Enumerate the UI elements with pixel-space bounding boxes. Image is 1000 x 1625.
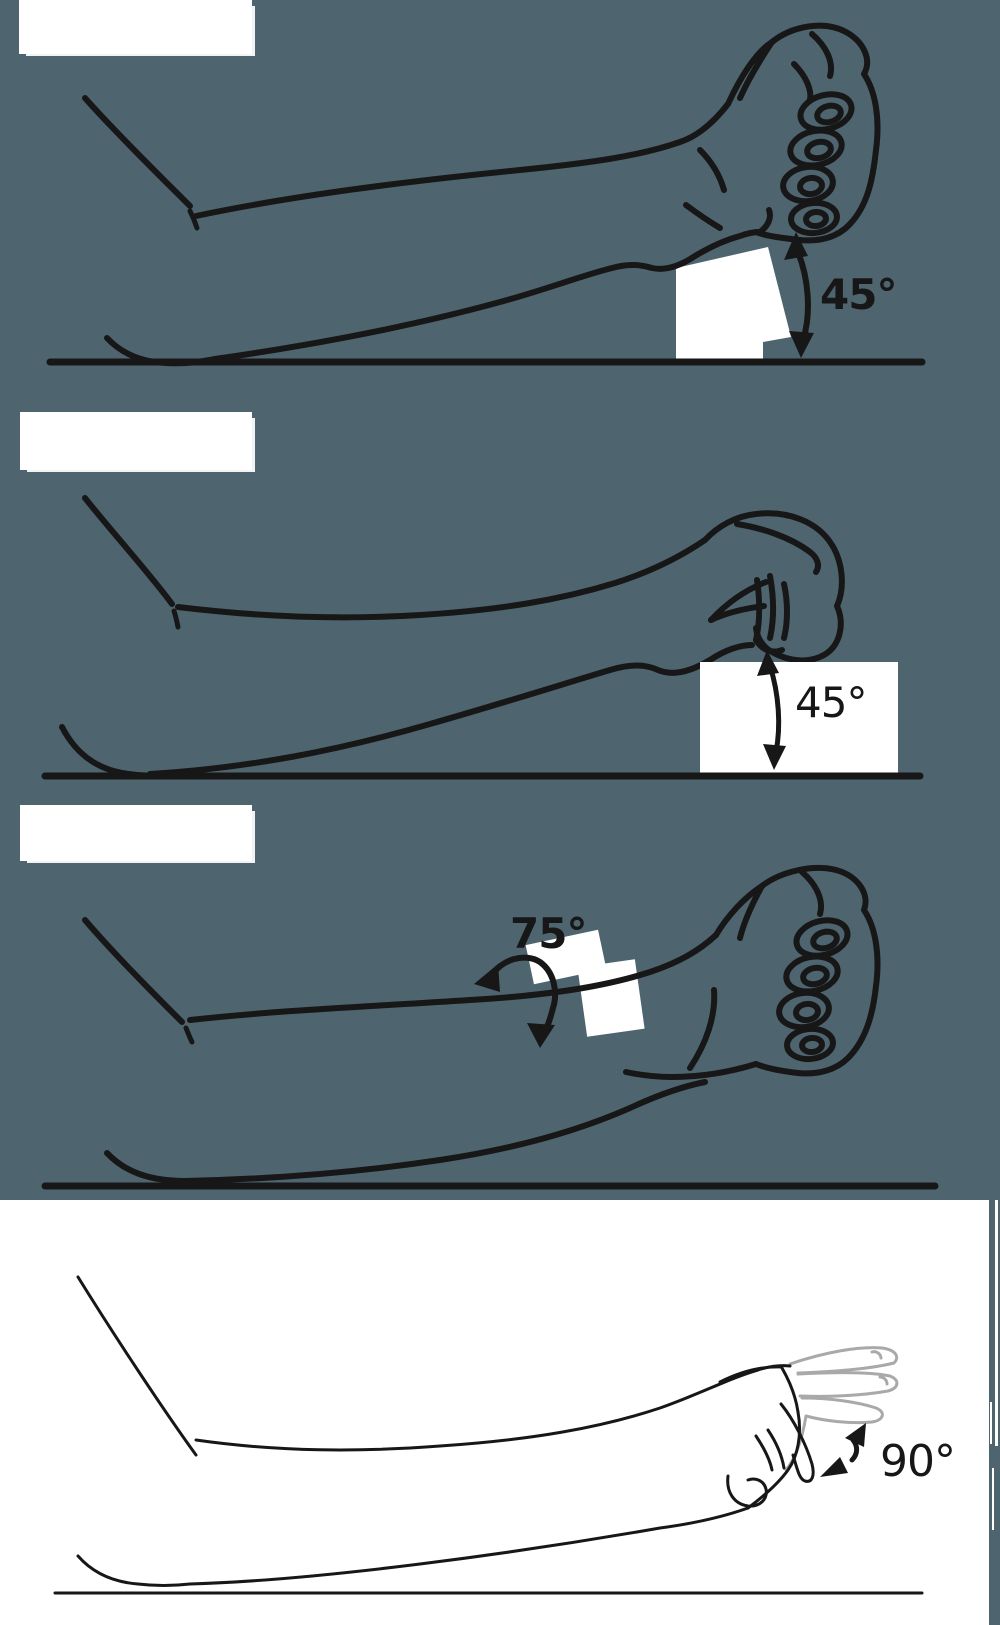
panel-2-angle-label: 45°: [795, 678, 866, 727]
panel-2-angle-arrow: [757, 650, 786, 770]
panel-2-white-block: [700, 662, 898, 776]
edge-artifact-line-2: [992, 1468, 994, 1530]
panel-3-white-block-lower: [577, 959, 645, 1037]
edge-artifact-line-1: [995, 1200, 998, 1446]
panel-1-arm-drawing: [82, 22, 881, 367]
panel-1-angle-label: 45°: [820, 270, 896, 319]
panel-4-angle-arrow: [820, 1423, 866, 1477]
panel-4-knuckle-flexion: 90°: [53, 1275, 956, 1595]
panel-4-angle-label: 90°: [880, 1436, 955, 1487]
panel-3-angle-label: 75°: [510, 909, 586, 958]
panel-4-arm-drawing: [76, 1275, 815, 1587]
panel-1-white-block: [676, 247, 791, 362]
panel-3-arm-drawing: [82, 864, 881, 1184]
panel-3-rotation-arrow: [474, 954, 559, 1048]
panel-1-angle-arrow: [784, 232, 814, 358]
label-placeholder-panel-3: [20, 805, 252, 861]
panel-3-forearm-rotation: 75°: [41, 864, 939, 1190]
edge-artifact-line-3: [990, 1402, 992, 1444]
label-placeholder-panel-2: [20, 412, 252, 470]
panel-1-wrist-flexion: 45°: [46, 22, 926, 367]
panel-2-wrist-extension: 45°: [41, 495, 924, 780]
label-placeholder-panel-1: [19, 0, 252, 54]
